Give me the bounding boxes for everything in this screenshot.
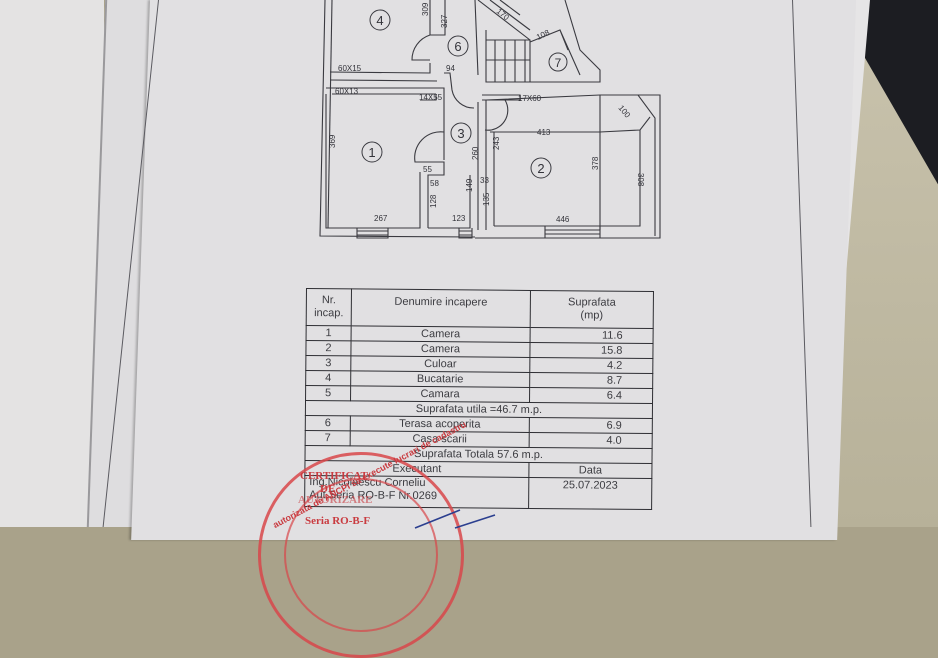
dim-308: 308 — [636, 173, 645, 187]
room-2-number: 2 — [537, 161, 544, 176]
signature — [414, 509, 496, 529]
date-label: Data — [528, 462, 652, 479]
stamp-line-de: DE — [320, 483, 336, 495]
dim-369: 369 — [328, 134, 337, 148]
dim-108: 108 — [535, 28, 551, 42]
dim-260: 260 — [471, 146, 480, 160]
paper-back-sheet — [0, 0, 104, 527]
dim-100: 100 — [616, 104, 632, 120]
stamp-line-certificat: CERTIFICAT — [300, 470, 368, 482]
date-value: 25.07.2023 — [528, 477, 652, 510]
room-4-number: 4 — [376, 13, 383, 28]
dim-309: 309 — [421, 2, 430, 16]
dim-327: 327 — [440, 14, 449, 28]
dim-55: 55 — [423, 165, 432, 174]
dim-58: 58 — [430, 179, 439, 188]
dim-446: 446 — [556, 215, 570, 224]
header-area: Suprafata(mp) — [530, 290, 654, 329]
dim-243: 243 — [492, 136, 501, 150]
dim-378: 378 — [591, 156, 600, 170]
dim-135: 135 — [482, 192, 491, 206]
room-3-number: 3 — [457, 126, 464, 141]
room-6-number: 6 — [454, 39, 461, 54]
dim-149: 149 — [465, 178, 474, 192]
dim-123: 123 — [452, 214, 466, 223]
table-header-row: Nr.incap. Denumire incapere Suprafata(mp… — [306, 288, 654, 329]
dim-128: 128 — [429, 194, 438, 208]
room-1-number: 1 — [368, 145, 375, 160]
stamp-line-autorizare: AUTORIZARE — [298, 494, 373, 506]
header-name: Denumire incapere — [351, 288, 531, 328]
dim-170: 170 — [495, 7, 511, 23]
dim-267: 267 — [374, 214, 388, 223]
dim-33: 33 — [480, 176, 489, 185]
stamp-line-seria: Seria RO-B-F — [305, 515, 371, 527]
room-7-number: 7 — [555, 56, 562, 70]
dim-94: 94 — [446, 64, 455, 73]
dim-60x13: 60X13 — [335, 87, 359, 96]
dim-17x60: 17X60 — [518, 94, 542, 103]
floor-plan: 4 6 7 1 3 2 309 327 170 108 60X15 94 60X… — [319, 0, 661, 239]
header-nr: Nr.incap. — [306, 288, 352, 326]
dim-60x15: 60X15 — [338, 64, 362, 73]
dim-14x55: 14X55 — [419, 93, 443, 102]
dim-413: 413 — [537, 128, 551, 137]
